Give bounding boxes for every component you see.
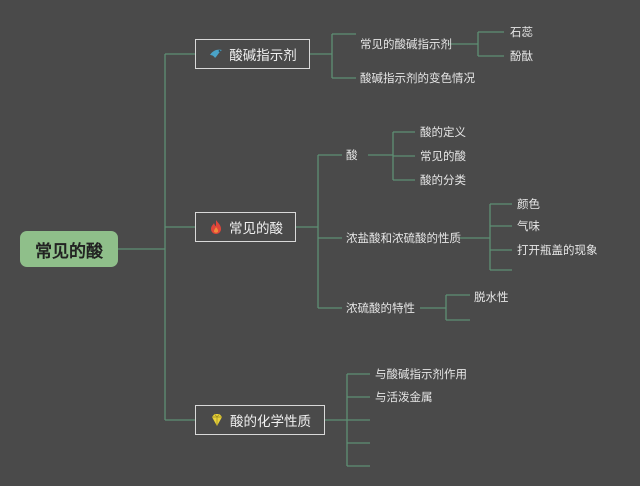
root-node[interactable]: 常见的酸 xyxy=(20,231,118,267)
node-odor[interactable]: 气味 xyxy=(517,219,540,233)
bird-icon xyxy=(208,46,224,62)
node-phenolphthalein[interactable]: 酚酞 xyxy=(510,49,533,63)
node-color-change[interactable]: 酸碱指示剂的变色情况 xyxy=(360,71,475,85)
node-acid[interactable]: 酸 xyxy=(346,148,358,162)
node-dehydration[interactable]: 脱水性 xyxy=(474,290,509,304)
node-acid-definition[interactable]: 酸的定义 xyxy=(420,125,466,139)
node-with-active-metals[interactable]: 与活泼金属 xyxy=(375,390,433,404)
node-acid-classification[interactable]: 酸的分类 xyxy=(420,173,466,187)
branch-common-acids[interactable]: 常见的酸 xyxy=(195,212,296,242)
node-litmus[interactable]: 石蕊 xyxy=(510,25,533,39)
node-color[interactable]: 颜色 xyxy=(517,197,540,211)
diamond-icon xyxy=(209,412,225,428)
node-open-bottle[interactable]: 打开瓶盖的现象 xyxy=(517,243,598,257)
node-sulfuric-acid-traits[interactable]: 浓硫酸的特性 xyxy=(346,301,415,315)
node-with-indicators[interactable]: 与酸碱指示剂作用 xyxy=(375,367,467,381)
node-common-indicators[interactable]: 常见的酸碱指示剂 xyxy=(360,37,452,51)
branch-common-acids-label: 常见的酸 xyxy=(229,221,283,237)
node-common-acid[interactable]: 常见的酸 xyxy=(420,149,466,163)
branch-chemical-properties-label: 酸的化学性质 xyxy=(230,414,311,430)
branch-indicator-label: 酸碱指示剂 xyxy=(229,48,297,64)
branch-chemical-properties[interactable]: 酸的化学性质 xyxy=(195,405,325,435)
flame-icon xyxy=(208,219,224,235)
branch-indicator[interactable]: 酸碱指示剂 xyxy=(195,39,310,69)
node-concentrated-acids[interactable]: 浓盐酸和浓硫酸的性质 xyxy=(346,231,461,245)
